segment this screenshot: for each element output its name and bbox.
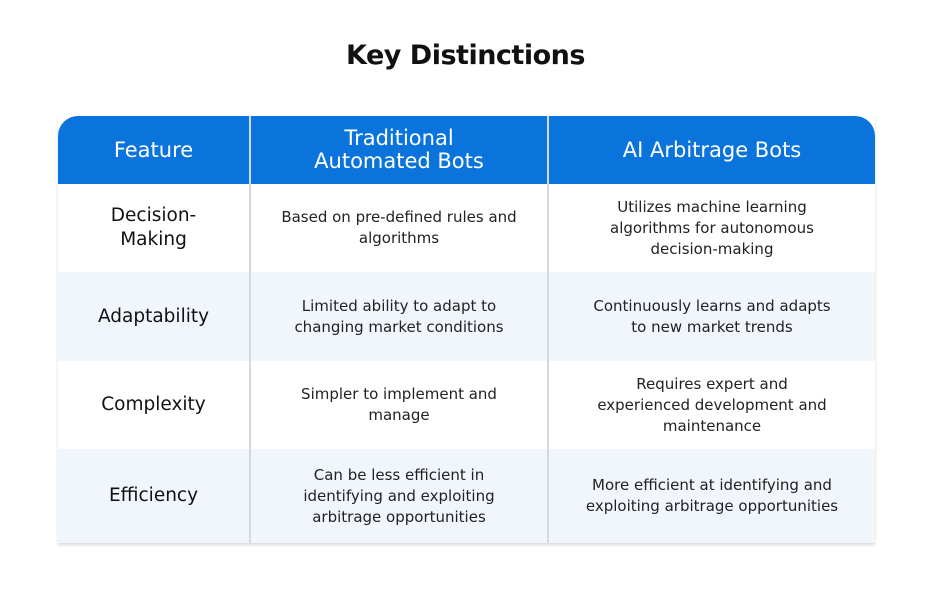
header-ai: AI Arbitrage Bots xyxy=(547,116,875,184)
traditional-cell: Simpler to implement and manage xyxy=(249,361,548,449)
table-row: Adaptability Limited ability to adapt to… xyxy=(58,272,875,361)
feature-cell: Adaptability xyxy=(58,272,250,361)
table-row: Efficiency Can be less efficient in iden… xyxy=(58,449,875,543)
feature-cell: Efficiency xyxy=(58,449,250,543)
page-title: Key Distinctions xyxy=(346,40,585,71)
table-row: Decision-Making Based on pre-defined rul… xyxy=(58,184,875,272)
feature-cell: Complexity xyxy=(101,394,206,415)
feature-cell: Decision-Making xyxy=(110,205,197,250)
ai-cell: Continuously learns and adapts to new ma… xyxy=(547,272,875,361)
traditional-cell: Can be less efficient in identifying and… xyxy=(249,449,548,543)
table-row: Complexity Simpler to implement and mana… xyxy=(58,361,875,449)
ai-cell: More efficient at identifying and exploi… xyxy=(547,449,875,543)
traditional-cell: Limited ability to adapt to changing mar… xyxy=(249,272,548,361)
ai-cell: Requires expert and experienced developm… xyxy=(547,361,875,449)
header-feature: Feature xyxy=(58,116,250,184)
traditional-cell: Based on pre-defined rules and algorithm… xyxy=(249,184,548,272)
ai-cell: Utilizes machine learning algorithms for… xyxy=(547,184,875,272)
